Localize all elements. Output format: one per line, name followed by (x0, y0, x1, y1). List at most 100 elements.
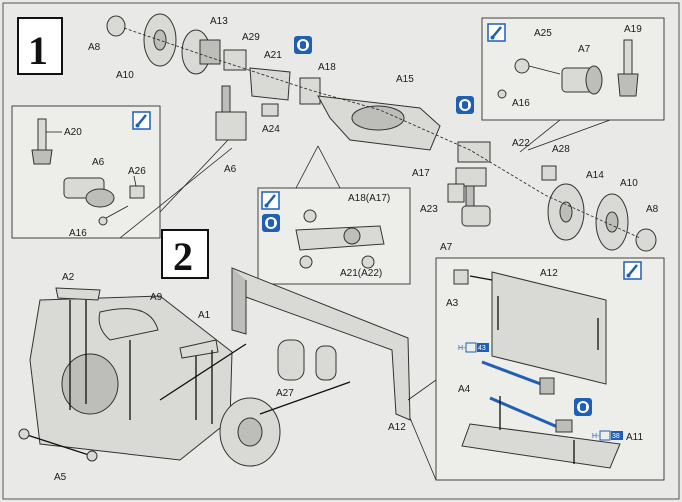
arrow-a12 (159, 343, 351, 415)
part-ref-badge-lower: H- 38 (592, 430, 623, 441)
part-a28 (541, 165, 557, 181)
part-a18 (299, 77, 321, 105)
part-a15-frame (317, 95, 441, 151)
part-a27 (277, 339, 337, 381)
part-a21 (249, 67, 291, 101)
part-ref-badge-upper: H- 43 (458, 342, 489, 353)
part-a19 (617, 39, 639, 97)
svg-text:H-: H- (592, 433, 600, 440)
step-2-number: 2 (173, 234, 193, 279)
cement-icon (623, 261, 642, 280)
arrow-a3 (469, 275, 493, 281)
label-a6-callout: A6 (92, 157, 105, 168)
label-a9: A9 (150, 292, 163, 303)
label-a27: A27 (276, 388, 294, 399)
label-a13: A13 (210, 16, 228, 27)
label-a5: A5 (54, 472, 67, 483)
part-a11-plate (461, 423, 621, 469)
label-a7-bottom: A7 (440, 242, 453, 253)
label-a21-a22: A21(A22) (340, 268, 382, 279)
callout-middle-pointer (317, 145, 341, 189)
part-a12-main-plate (231, 267, 411, 421)
callout-left-pointer-2 (119, 147, 233, 239)
chassis-body (29, 295, 281, 467)
callout-left-pointer-1 (159, 139, 229, 213)
cement-icon (487, 23, 506, 42)
part-ref-lower: 38 (612, 433, 620, 440)
label-a11: A11 (626, 432, 643, 443)
callout-lower-right-pointer-2 (409, 417, 437, 481)
label-a10-right: A10 (620, 178, 638, 189)
axle-line (123, 27, 641, 239)
part-a8-right (635, 228, 657, 252)
part-a6-callout (63, 177, 115, 208)
arrow-callout-pins (497, 296, 599, 464)
label-a28: A28 (552, 144, 570, 155)
part-a1 (179, 339, 219, 359)
label-a16-left: A16 (69, 228, 87, 239)
label-a15: A15 (396, 74, 414, 85)
symmetric-assembly-icon (262, 214, 280, 232)
label-a6-main: A6 (224, 164, 237, 175)
part-a8-top (106, 15, 126, 37)
label-a25: A25 (534, 28, 552, 39)
label-a3: A3 (446, 298, 459, 309)
label-a8-right: A8 (646, 204, 659, 215)
part-a9 (98, 308, 159, 341)
part-a17 (455, 167, 487, 187)
label-a1: A1 (198, 310, 211, 321)
part-a24 (261, 103, 279, 117)
part-a26 (129, 185, 145, 199)
arrow-a2 (69, 300, 87, 410)
arrow-a1 (195, 350, 213, 424)
callout-left (11, 105, 161, 239)
part-a2 (55, 287, 101, 301)
callout-lower-right-pointer-1 (407, 379, 437, 401)
part-a5 (18, 428, 98, 462)
callout-right-pointer-2 (527, 119, 611, 151)
label-a10-top: A10 (116, 70, 134, 81)
step-1-box (17, 17, 63, 75)
part-ref-upper: 43 (478, 345, 486, 352)
part-a4-lower (489, 396, 573, 433)
label-a14: A14 (586, 170, 604, 181)
leader-a26 (133, 175, 137, 187)
label-a16-right: A16 (512, 98, 530, 109)
label-a20: A20 (64, 127, 82, 138)
label-a18-a17: A18(A17) (348, 193, 390, 204)
part-a16-left (98, 205, 129, 226)
part-a12-callout-plate (491, 271, 607, 385)
part-a16-right (497, 89, 507, 99)
label-a12-main: A12 (388, 422, 406, 433)
symmetric-assembly-icon (294, 36, 312, 54)
label-a21: A21 (264, 50, 282, 61)
part-a20 (31, 118, 53, 165)
part-a7-top (561, 65, 603, 95)
cement-icon (132, 111, 151, 130)
part-a4-upper (481, 360, 555, 395)
part-a14-disc (547, 183, 585, 241)
callout-middle-pointer-2 (295, 145, 319, 189)
cement-icon (261, 191, 280, 210)
part-a25 (514, 58, 561, 75)
symmetric-assembly-icon (574, 398, 592, 416)
label-a29: A29 (242, 32, 260, 43)
callout-right-pointer-1 (519, 119, 561, 153)
label-a17: A17 (412, 168, 430, 179)
step-2-box (161, 229, 209, 279)
part-a13 (181, 29, 221, 75)
label-a23: A23 (420, 204, 438, 215)
label-a12-callout: A12 (540, 268, 558, 279)
part-a7-bottom (461, 185, 491, 227)
part-a3 (453, 269, 469, 285)
part-a23 (447, 183, 465, 203)
label-a26: A26 (128, 166, 146, 177)
part-a6-main (215, 85, 247, 141)
label-a24: A24 (262, 124, 280, 135)
label-a8-top: A8 (88, 42, 101, 53)
part-a10-right-wheel (595, 193, 629, 251)
label-a7-top: A7 (578, 44, 591, 55)
symmetric-assembly-icon (456, 96, 474, 114)
